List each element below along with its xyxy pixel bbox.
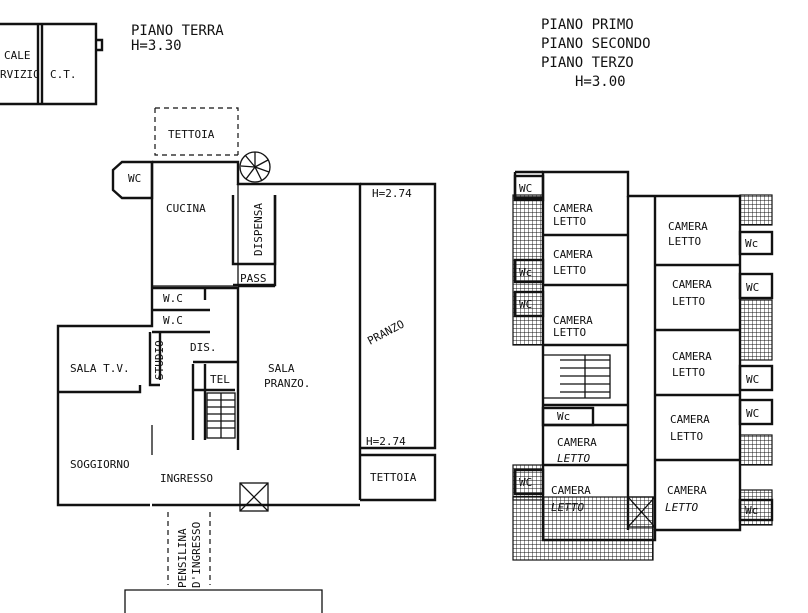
letto-label-l1: LETTO: [553, 215, 586, 228]
camera-label-r1: CAMERA: [668, 220, 708, 233]
wc-label-1: WC: [519, 182, 532, 195]
height-label-bottom: H=2.74: [366, 435, 406, 448]
wc-label-4: Wc: [745, 237, 758, 250]
camera-label-l2: CAMERA: [553, 248, 593, 261]
letto-label-l5: LETTO: [551, 501, 584, 514]
service-block: CALE RVIZIO C.T.: [0, 22, 104, 106]
room-label-servizio: RVIZIO: [0, 68, 40, 81]
upper-stair: [560, 355, 610, 398]
letto-label-r3: LETTO: [672, 366, 705, 379]
room-label-ct: C.T.: [50, 68, 77, 81]
wc-label-7: WC: [746, 407, 759, 420]
room-label-wc-corner: WC: [128, 172, 141, 185]
room-label-soggiorno: SOGGIORNO: [70, 458, 130, 471]
room-label-studio: STUDIO: [153, 340, 166, 380]
camera-label-l4: CAMERA: [557, 436, 597, 449]
room-label-ingresso: INGRESSO: [160, 472, 213, 485]
wc-label-3: WC: [519, 298, 532, 311]
camera-label-l3: CAMERA: [553, 314, 593, 327]
room-label-sala: SALA: [268, 362, 295, 375]
wc-label-2: Wc: [519, 266, 532, 279]
room-label-dingresso: D'INGRESSO: [190, 522, 203, 588]
ground-floor-height: H=3.30: [131, 38, 182, 54]
main-stair: [206, 392, 236, 439]
camera-label-l1: CAMERA: [553, 202, 593, 215]
camera-label-r5: CAMERA: [667, 484, 707, 497]
room-label-locale: CALE: [4, 49, 31, 62]
letto-label-r4: LETTO: [670, 430, 703, 443]
ground-floor-plan: PIANO TERRA H=3.30 CALE RVIZIO C.T. TETT…: [0, 22, 437, 613]
room-label-pranzo: PRANZO.: [264, 377, 310, 390]
upper-floors-plan: PIANO PRIMO PIANO SECONDO PIANO TERZO H=…: [512, 17, 774, 561]
room-label-pensilina: PENSILINA: [176, 528, 189, 588]
letto-label-r2: LETTO: [672, 295, 705, 308]
spiral-stair: [239, 151, 271, 183]
upper-lift: [627, 496, 656, 528]
wc-label-8: Wc: [745, 504, 758, 517]
upper-title-2: PIANO SECONDO: [541, 36, 651, 52]
room-label-dispensa: DISPENSA: [252, 203, 265, 256]
room-label-tettoia-bottom: TETTOIA: [370, 471, 417, 484]
room-label-pass: PASS: [240, 272, 267, 285]
camera-label-r4: CAMERA: [670, 413, 710, 426]
room-label-cucina: CUCINA: [166, 202, 206, 215]
upper-height: H=3.00: [575, 74, 626, 90]
ground-floor-title: PIANO TERRA: [131, 23, 224, 39]
letto-label-r1: LETTO: [668, 235, 701, 248]
wc-label-10: Wc: [557, 410, 570, 423]
letto-label-r5: LETTO: [665, 501, 698, 514]
camera-label-r2: CAMERA: [672, 278, 712, 291]
camera-label-l5: CAMERA: [551, 484, 591, 497]
room-label-dis: DIS.: [190, 341, 217, 354]
room-label-wc-2: W.C: [163, 314, 183, 327]
letto-label-l2: LETTO: [553, 264, 586, 277]
upper-title-1: PIANO PRIMO: [541, 17, 634, 33]
height-label-top: H=2.74: [372, 187, 412, 200]
room-label-sala-tv: SALA T.V.: [70, 362, 130, 375]
wc-label-5: WC: [746, 281, 759, 294]
upper-title-3: PIANO TERZO: [541, 55, 634, 71]
room-label-tettoia-top: TETTOIA: [168, 128, 215, 141]
letto-label-l4: LETTO: [557, 452, 590, 465]
letto-label-l3: LETTO: [553, 326, 586, 339]
room-label-tel: TEL: [210, 373, 230, 386]
lift-shaft: [239, 482, 269, 512]
wc-label-6: WC: [746, 373, 759, 386]
room-label-pranzo-wing: PRANZO: [365, 318, 406, 348]
camera-label-r3: CAMERA: [672, 350, 712, 363]
room-label-wc-1: W.C: [163, 292, 183, 305]
wc-label-9: WC: [519, 476, 532, 489]
